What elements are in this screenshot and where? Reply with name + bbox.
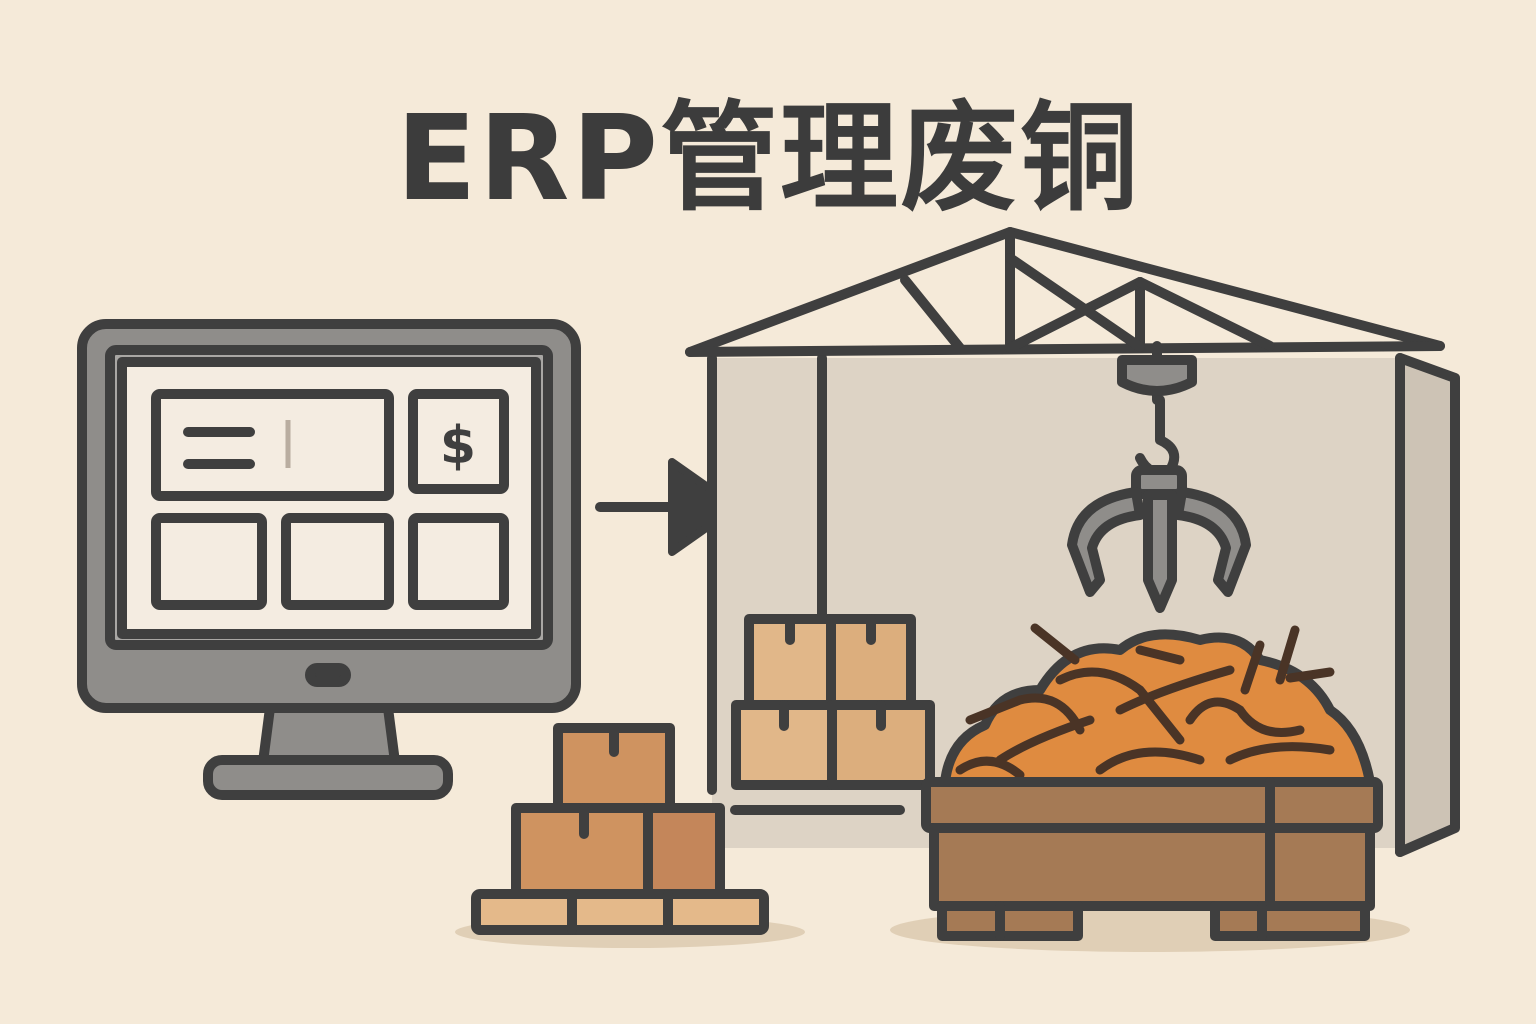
pallet-boxes-icon xyxy=(471,723,769,935)
cardboard-boxes-icon xyxy=(731,614,935,790)
dashboard-widgets xyxy=(151,389,509,610)
dollar-icon: $ xyxy=(440,416,476,476)
computer-monitor-icon xyxy=(77,319,581,800)
scrap-copper-pile xyxy=(940,623,1375,787)
scrap-copper-bin-icon xyxy=(921,777,1383,941)
page-title: ERP管理废铜 xyxy=(396,89,1140,227)
pallet-icon xyxy=(471,889,769,935)
arrow-right-icon xyxy=(595,458,740,556)
crane-claw-icon xyxy=(1067,341,1251,613)
